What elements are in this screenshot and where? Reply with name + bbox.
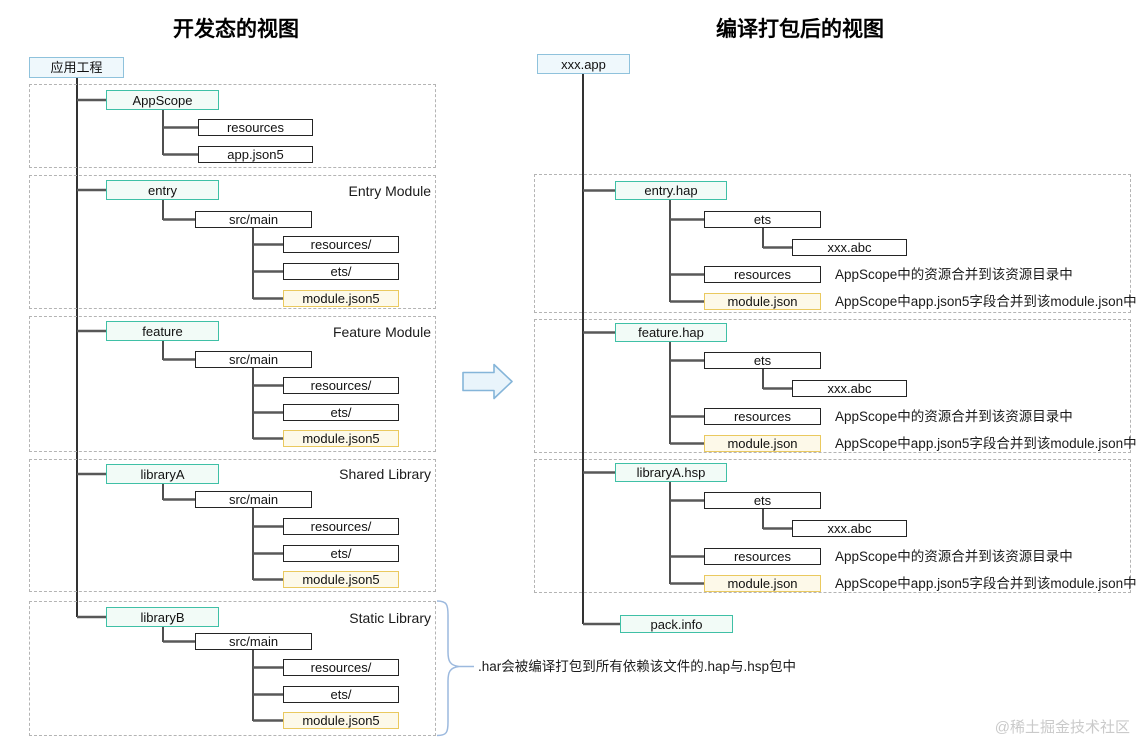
static-library-label: Static Library [349,610,431,626]
left-view-title: 开发态的视图 [173,18,299,41]
librarya-box: libraryA [106,464,219,484]
feature-resources-box: resources/ [283,377,399,394]
feature-hap-resources-note: AppScope中的资源合并到该资源目录中 [835,409,1073,424]
feature-hap-modulejson-note: AppScope中app.json5字段合并到该module.json中 [835,436,1137,451]
librarya-srcmain-box: src/main [195,491,312,508]
libraryb-modulejson5-box: module.json5 [283,712,399,729]
appscope-resources-box: resources [198,119,313,136]
entry-resources-box: resources/ [283,236,399,253]
entry-hap-resources-note: AppScope中的资源合并到该资源目录中 [835,267,1073,282]
entry-ets-box: ets/ [283,263,399,280]
har-note: .har会被编译打包到所有依赖该文件的.hap与.hsp包中 [478,659,797,674]
watermark: @稀土掘金技术社区 [994,719,1130,736]
appscope-box: AppScope [106,90,219,110]
appscope-appjson5-box: app.json5 [198,146,313,163]
shared-library-label: Shared Library [339,466,431,482]
entry-hap-modulejson-box: module.json [704,293,821,310]
right-view-title: 编译打包后的视图 [716,18,884,41]
libraryb-resources-box: resources/ [283,659,399,676]
dev-root-box: 应用工程 [29,57,124,78]
entry-hap-ets-box: ets [704,211,821,228]
feature-modulejson5-box: module.json5 [283,430,399,447]
entry-box: entry [106,180,219,200]
dev-librarya-group [29,459,436,592]
librarya-resources-box: resources/ [283,518,399,535]
libraryb-srcmain-box: src/main [195,633,312,650]
feature-hap-modulejson-box: module.json [704,435,821,452]
feature-hap-resources-box: resources [704,408,821,425]
dev-feature-group [29,316,436,452]
feature-hap-abc-box: xxx.abc [792,380,907,397]
dev-entry-group [29,175,436,309]
feature-box: feature [106,321,219,341]
entry-hap-modulejson-note: AppScope中app.json5字段合并到该module.json中 [835,294,1137,309]
feature-hap-box: feature.hap [615,323,727,342]
entry-modulejson5-box: module.json5 [283,290,399,307]
librarya-hsp-modulejson-note: AppScope中app.json5字段合并到该module.json中 [835,576,1137,591]
feature-srcmain-box: src/main [195,351,312,368]
dev-libraryb-group [29,601,436,736]
right-tree-connectors [582,74,794,626]
pack-info-box: pack.info [620,615,733,633]
entry-hap-abc-box: xxx.abc [792,239,907,256]
librarya-hsp-modulejson-box: module.json [704,575,821,592]
pkg-feature-hap-group [534,319,1131,453]
librarya-hsp-box: libraryA.hsp [615,463,727,482]
feature-hap-ets-box: ets [704,352,821,369]
librarya-hsp-resources-box: resources [704,548,821,565]
pkg-entry-hap-group [534,174,1131,313]
pkg-librarya-hsp-group [534,459,1131,593]
entry-hap-box: entry.hap [615,181,727,200]
librarya-hsp-abc-box: xxx.abc [792,520,907,537]
entry-srcmain-box: src/main [195,211,312,228]
libraryb-box: libraryB [106,607,219,627]
librarya-hsp-ets-box: ets [704,492,821,509]
libraryb-ets-box: ets/ [283,686,399,703]
left-tree-connectors [76,78,285,722]
librarya-ets-box: ets/ [283,545,399,562]
pkg-root-box: xxx.app [537,54,630,74]
librarya-hsp-resources-note: AppScope中的资源合并到该资源目录中 [835,549,1073,564]
entry-hap-resources-box: resources [704,266,821,283]
transform-arrow-icon [462,363,513,400]
librarya-modulejson5-box: module.json5 [283,571,399,588]
dev-appscope-group [29,84,436,168]
feature-ets-box: ets/ [283,404,399,421]
entry-module-label: Entry Module [348,183,431,199]
har-brace-icon [436,600,474,737]
feature-module-label: Feature Module [332,324,431,340]
